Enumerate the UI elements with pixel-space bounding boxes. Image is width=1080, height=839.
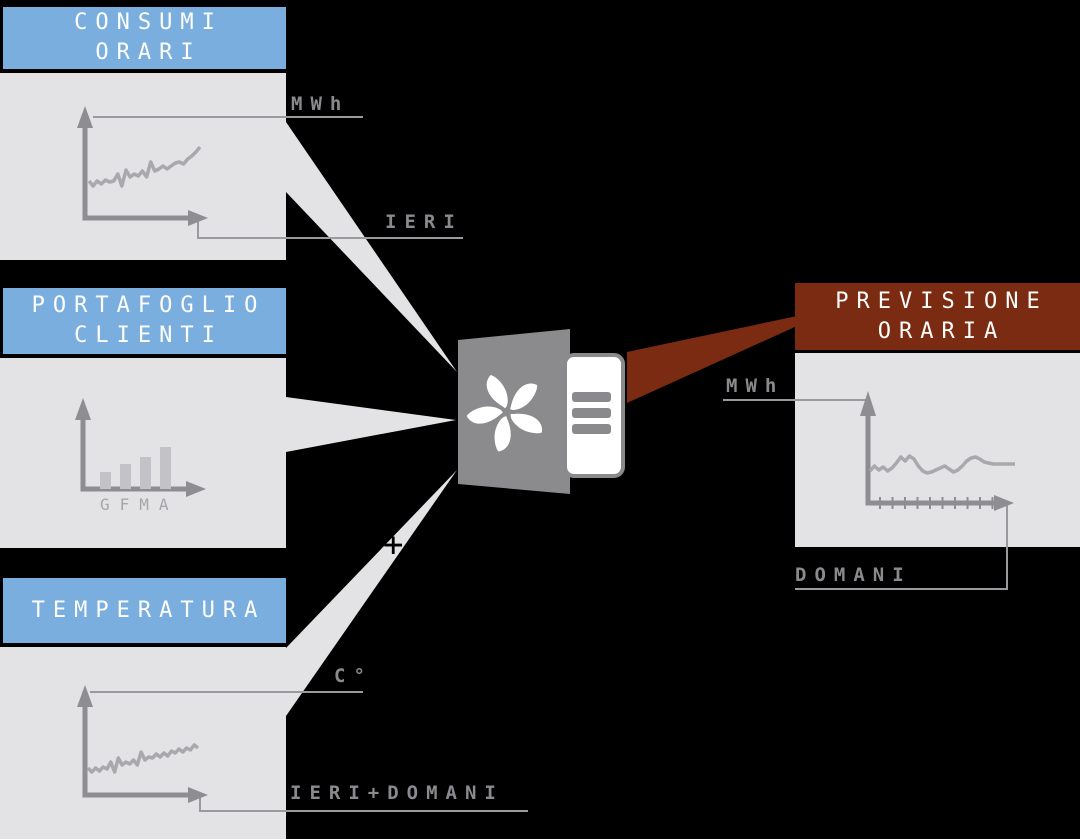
x-axis-ticks-previsione — [879, 497, 994, 509]
fan-icon — [466, 375, 542, 452]
callout-domani-previsione — [795, 504, 1008, 590]
header-portafoglio-line1: PORTAFOGLIO — [31, 293, 266, 318]
header-consumi-line2: ORARI — [95, 40, 202, 65]
combine-plus-symbol: + — [383, 525, 404, 565]
beam-portafoglio-to-processor — [286, 397, 456, 452]
processor-icon — [458, 329, 625, 494]
chart-axes — [75, 106, 1014, 803]
x-axis-label-temperatura: IERI+DOMANI — [290, 782, 504, 804]
document-list-lines — [572, 392, 611, 434]
bar-category-labels: GFMA — [100, 495, 179, 514]
beam-processor-to-previsione — [627, 316, 797, 403]
beam-consumi-to-processor — [286, 122, 457, 372]
header-temperatura: TEMPERATURA — [3, 578, 286, 643]
panel-temperatura — [0, 647, 286, 839]
panel-portafoglio — [0, 358, 286, 548]
y-axis-label-temperatura: C° — [334, 665, 373, 687]
callout-ieri-consumi — [197, 221, 463, 239]
beam-temperatura-to-processor — [286, 470, 457, 716]
line-sketch-consumi — [87, 145, 202, 188]
x-axis-label-consumi: IERI — [385, 211, 463, 233]
y-axis-label-consumi: MWh — [291, 93, 350, 115]
header-previsione-oraria: PREVISIONE ORARIA — [795, 283, 1080, 350]
callout-lines — [90, 116, 1008, 812]
header-consumi-line1: CONSUMI — [74, 10, 223, 35]
x-axis-label-previsione: DOMANI — [795, 564, 912, 586]
header-previsione-line2: ORARIA — [877, 318, 1006, 344]
line-sketch-previsione — [868, 454, 1015, 475]
line-sketch-temperatura — [86, 743, 200, 774]
processor-panel — [458, 329, 570, 494]
header-portafoglio-clienti: PORTAFOGLIO CLIENTI — [3, 288, 286, 354]
header-portafoglio-line2: CLIENTI — [74, 323, 223, 348]
header-consumi-orari: CONSUMI ORARI — [3, 7, 286, 69]
header-previsione-line1: PREVISIONE — [835, 288, 1048, 314]
header-temperatura-line1: TEMPERATURA — [31, 597, 266, 623]
panel-consumi — [0, 73, 286, 260]
bar-sketch-portafoglio — [100, 447, 171, 489]
panel-previsione — [795, 353, 1080, 547]
callout-ieridomani-temperatura — [199, 798, 528, 812]
y-axis-label-previsione: MWh — [726, 375, 785, 397]
